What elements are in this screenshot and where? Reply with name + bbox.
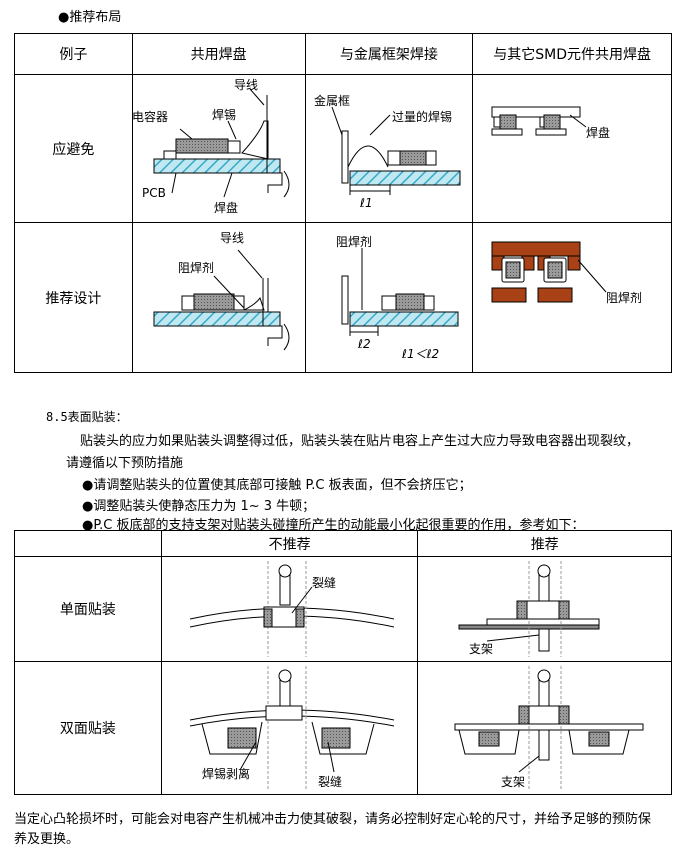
bullet-icon: ● xyxy=(82,499,94,514)
row-avoid-label: 应避免 xyxy=(14,74,133,223)
header-shared-pad: 共用焊盘 xyxy=(131,33,306,75)
diagram-single-good: 支架 xyxy=(458,561,600,657)
label-crack2: 裂缝 xyxy=(318,774,342,789)
bullet-icon: ● xyxy=(58,10,70,25)
section-title: 8.5表面贴装： xyxy=(46,410,128,424)
cell-avoid-smd xyxy=(472,74,672,223)
label-lead: 导线 xyxy=(234,78,258,92)
label-support2: 支架 xyxy=(501,775,525,789)
bullet-icon: ● xyxy=(82,478,94,493)
diagram-avoid-shared: 电容器 焊锡 导线 PCB 焊盘 xyxy=(132,78,290,215)
label-excess-solder: 过量的焊锡 xyxy=(392,109,452,124)
footer-line-1: 当定心凸轮损坏时，可能会对电容产生机械冲击力使其破裂，请务必控制好定心轮的尺寸，… xyxy=(14,812,652,827)
diagram-double-bad: 焊锡剥离 裂缝 xyxy=(189,666,395,790)
bullet-1: ●请调整贴装头的位置使其底部可接触 P.C 板表面，但不会挤压它； xyxy=(82,478,472,493)
label-lead2: 导线 xyxy=(220,231,244,245)
diagram-recommend-frame: 阻焊剂 ℓ2 ℓ1＜ℓ2 xyxy=(336,234,459,361)
label-capacitor: 电容器 xyxy=(132,109,168,124)
paragraph-2: 请遵循以下预防措施 xyxy=(66,456,184,471)
bullet-3: ●P.C 板底部的支持支架对贴装头碰撞所产生的动能最小化起很重要的作用，参考如下… xyxy=(82,518,585,533)
label-resist2: 阻焊剂 xyxy=(606,290,642,305)
header-recommended: 推荐 xyxy=(417,530,672,557)
label-l2: ℓ2 xyxy=(357,337,371,351)
label-relation: ℓ1＜ℓ2 xyxy=(401,347,439,361)
label-pcb: PCB xyxy=(142,186,166,200)
label-solder: 焊锡 xyxy=(212,107,236,122)
label-metal-frame: 金属框 xyxy=(314,93,350,108)
label-pad2: 焊盘 xyxy=(586,125,610,140)
header-not-recommended: 不推荐 xyxy=(160,530,419,557)
footer-line-2: 养及更换。 xyxy=(14,832,80,847)
label-resist-frame: 阻焊剂 xyxy=(336,234,372,249)
row-single-side: 单面贴装 xyxy=(14,556,162,662)
diagram-single-bad: 裂缝 xyxy=(189,561,395,657)
layout-heading: ●推荐布局 xyxy=(58,10,122,25)
row-recommend-label: 推荐设计 xyxy=(14,222,133,373)
label-support: 支架 xyxy=(469,642,493,656)
label-solder-peel: 焊锡剥离 xyxy=(202,766,250,781)
diagram-avoid-frame: 金属框 过量的焊锡 ℓ1 xyxy=(314,93,461,210)
header-example: 例子 xyxy=(14,33,133,75)
label-resist: 阻焊剂 xyxy=(178,260,214,275)
header-empty xyxy=(14,530,162,557)
label-pad: 焊盘 xyxy=(214,200,238,215)
header-shared-smd: 与其它SMD元件共用焊盘 xyxy=(472,33,672,75)
row-double-side: 双面贴装 xyxy=(14,661,162,795)
bullet-icon: ● xyxy=(82,518,94,533)
header-metal-frame: 与金属框架焊接 xyxy=(304,33,474,75)
cell-avoid-frame xyxy=(304,74,474,223)
diagram-double-good: 支架 xyxy=(454,666,644,790)
diagram-recommend-smd: 阻焊剂 xyxy=(491,241,642,305)
diagram-avoid-smd: 焊盘 xyxy=(491,106,610,140)
diagram-recommend-shared: 导线 阻焊剂 xyxy=(153,231,290,351)
paragraph-1: 贴装头的应力如果贴装头调整得过低，贴装头装在贴片电容上产生过大应力导致电容器出现… xyxy=(80,434,640,449)
label-crack: 裂缝 xyxy=(312,575,336,590)
bullet-2: ●调整贴装头使静态压力为 1~ 3 牛顿； xyxy=(82,499,316,514)
label-l1: ℓ1 xyxy=(359,196,373,210)
